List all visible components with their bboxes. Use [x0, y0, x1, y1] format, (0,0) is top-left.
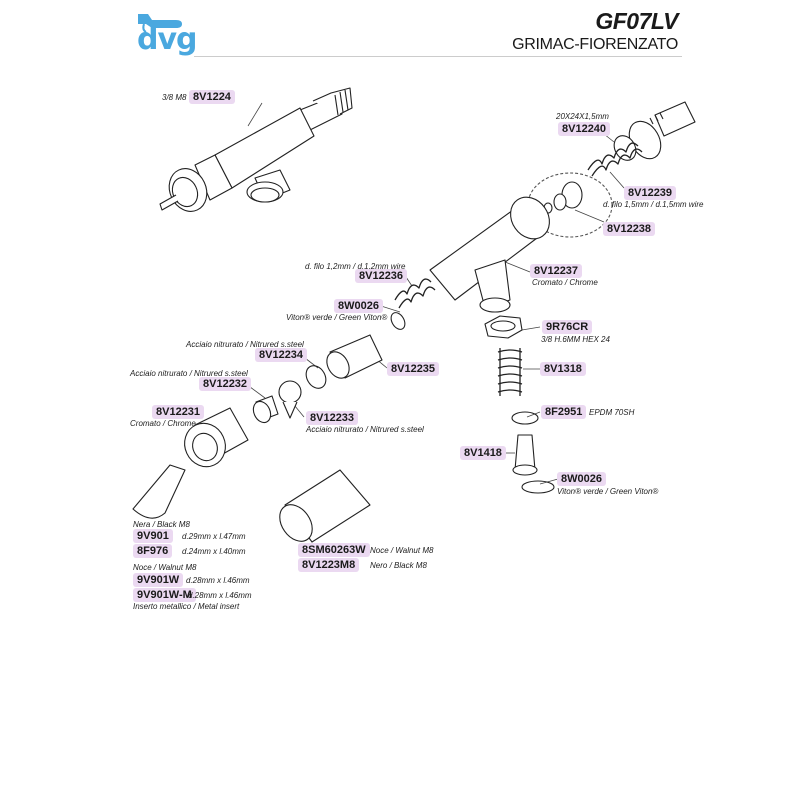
spec-8v12236: d. filo 1,2mm / d.1,2mm wire [305, 262, 406, 271]
spring-8v12236 [394, 278, 436, 309]
spec-8f976: d.24mm x l.40mm [182, 547, 246, 556]
spec-8sm60263w: Noce / Walnut M8 [370, 546, 434, 555]
spec-8f2951: EPDM 70SH [589, 408, 635, 417]
part-code-8v12239: 8V12239 [624, 186, 677, 200]
spec-8v12231: Cromato / Chrome [130, 419, 196, 428]
assembled-valve-part [159, 87, 353, 212]
nozzle-8v12232 [252, 395, 279, 424]
part-code-9r76cr: 9R76CR [542, 320, 593, 334]
spec-8v12233: Acciaio nitrurato / Nitrured s.steel [306, 425, 424, 434]
part-code-8v12236: 8V12236 [355, 269, 408, 283]
metal-insert-note: Inserto metallico / Metal insert [133, 602, 240, 611]
part-code-8v12234: 8V12234 [255, 348, 308, 362]
part-code-8v1418: 8V1418 [460, 446, 506, 460]
part-code-8v12240: 8V12240 [558, 122, 611, 136]
spec-9v901w-m: d.28mm x l.46mm [188, 591, 252, 600]
spec-8v12237: Cromato / Chrome [532, 278, 598, 287]
model-title: GF07LV [595, 8, 678, 34]
part-code-9v901w: 9V901W [133, 573, 184, 587]
stem-8v1418 [512, 434, 538, 476]
part-code-8f976: 8F976 [133, 544, 173, 558]
valve-body-8v12237 [429, 196, 550, 313]
gasket-8f2951 [511, 411, 539, 425]
spec-8v12240: 20X24X1,5mm [556, 112, 609, 121]
dvg-logo-mark [138, 14, 182, 33]
part-code-8sm60263w: 8SM60263W [298, 543, 370, 557]
spec-8v1224: 3/8 M8 [162, 93, 187, 102]
spec-8w0026-upper: Viton® verde / Green Viton® [286, 313, 388, 322]
header-divider [194, 56, 682, 57]
oring-8w0026-lower [521, 480, 555, 494]
part-code-8v1224: 8V1224 [189, 90, 235, 104]
spec-9v901w: d.28mm x l.46mm [186, 576, 250, 585]
spring-8v12239 [587, 142, 643, 177]
part-code-8f2951: 8F2951 [541, 405, 587, 419]
part-code-8v12231: 8V12231 [152, 405, 205, 419]
ball-8v12233 [278, 380, 302, 419]
spec-8v12234: Acciaio nitrurato / Nitrured s.steel [186, 340, 304, 349]
spec-8w0026-lower: Viton® verde / Green Viton® [557, 487, 659, 496]
seat-8v12234 [305, 365, 327, 389]
spring-8v1318 [497, 348, 523, 396]
filter-8v12238 [543, 181, 583, 214]
part-code-8w0026-upper: 8W0026 [334, 299, 383, 313]
oring-8w0026-upper [390, 312, 406, 330]
spec-9r76cr: 3/8 H.6MM HEX 24 [541, 335, 610, 344]
cap-8v12231 [184, 407, 249, 468]
brand-logo-text: dvg [137, 22, 198, 57]
manufacturer-subtitle: GRIMAC-FIORENZATO [512, 36, 678, 53]
inlet-fitting-part [613, 101, 696, 161]
knob-9v901 [132, 464, 186, 519]
spec-8v1223m8: Nero / Black M8 [370, 561, 427, 570]
part-code-8v12232: 8V12232 [199, 377, 252, 391]
part-code-8v12235: 8V12235 [387, 362, 440, 376]
part-code-8w0026-lower: 8W0026 [557, 472, 606, 486]
handle-sleeve-8sm60263w [279, 469, 371, 543]
part-code-8v12238: 8V12238 [603, 222, 656, 236]
piston-8v12235 [326, 334, 383, 379]
knob-black-heading: Nera / Black M8 [133, 520, 190, 529]
hex-nut-9r76cr [484, 315, 523, 339]
leader-lines [245, 102, 625, 485]
part-code-8v12233: 8V12233 [306, 411, 359, 425]
spec-9v901: d.29mm x l.47mm [182, 532, 246, 541]
spec-8v12238: d. filo 1,5mm / d.1,5mm wire [603, 200, 704, 209]
part-code-9v901w-m: 9V901W-M [133, 588, 196, 602]
part-code-8v1223m8: 8V1223M8 [298, 558, 360, 572]
part-code-8v1318: 8V1318 [540, 362, 586, 376]
part-code-8v12237: 8V12237 [530, 264, 583, 278]
part-code-9v901: 9V901 [133, 529, 173, 543]
knob-walnut-heading: Noce / Walnut M8 [133, 563, 197, 572]
spec-8v12232: Acciaio nitrurato / Nitrured s.steel [130, 369, 248, 378]
